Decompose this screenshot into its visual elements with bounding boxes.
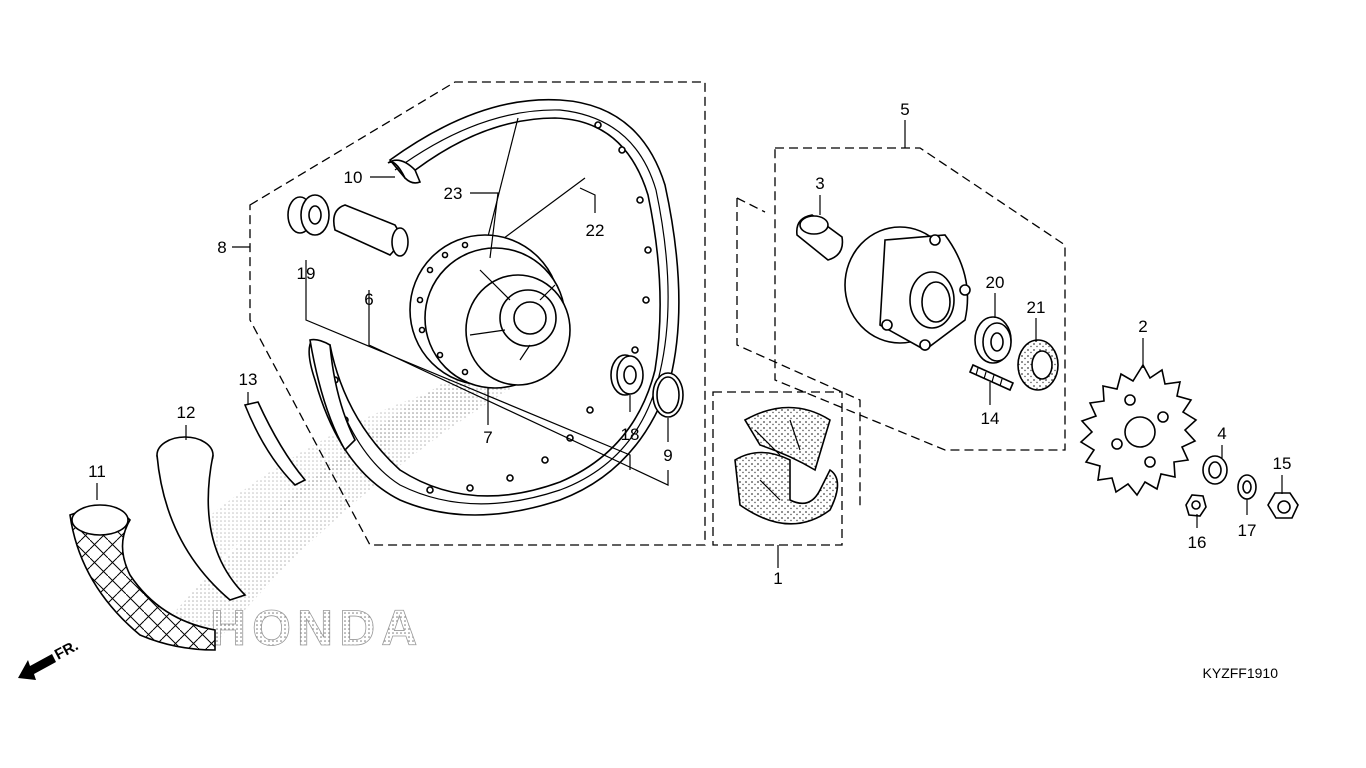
left-bearing	[287, 194, 330, 236]
part-label-1: 1	[773, 569, 782, 588]
part-label-4: 4	[1217, 424, 1226, 443]
part-label-19: 19	[297, 264, 316, 283]
tube	[156, 436, 247, 601]
part-label-6: 6	[364, 290, 373, 309]
part-label-10: 10	[344, 168, 363, 187]
wheel-group-outline	[249, 81, 706, 546]
part-label-7: 7	[483, 428, 492, 447]
hub-assembly-outline	[736, 197, 861, 510]
part-label-17: 17	[1238, 521, 1257, 540]
part-label-13: 13	[239, 370, 258, 389]
sprocket	[1079, 363, 1198, 497]
part-label-20: 20	[986, 273, 1005, 292]
part-label-21: 21	[1027, 298, 1046, 317]
hub-spoke-holes	[416, 241, 469, 376]
driven-flange	[844, 226, 971, 351]
front-direction-label: FR.	[52, 637, 81, 663]
o-ring	[652, 372, 684, 418]
oil-seal	[1017, 339, 1059, 391]
part-label-15: 15	[1273, 454, 1292, 473]
flange-bearing	[974, 316, 1012, 364]
flange-nut	[1267, 492, 1299, 519]
part-label-18: 18	[621, 425, 640, 444]
tire	[69, 504, 216, 651]
part-label-14: 14	[981, 409, 1000, 428]
right-bearing	[610, 354, 644, 396]
part-label-2: 2	[1138, 317, 1147, 336]
damper-rubbers	[734, 406, 839, 525]
part-label-8: 8	[217, 238, 226, 257]
damper-group-outline	[712, 391, 843, 546]
stud-bolt	[968, 363, 1015, 392]
part-label-9: 9	[663, 446, 672, 465]
group-outlines	[249, 81, 1066, 546]
small-nut	[1185, 494, 1207, 517]
part-label-23: 23	[444, 184, 463, 203]
leader-lines	[96, 120, 1283, 568]
part-label-11: 11	[88, 462, 106, 481]
wheel-hub	[409, 234, 571, 389]
part-labels: 1 2 3 4 5 6 7 8 9 10 11 12 13 14 15 16 1…	[88, 100, 1291, 588]
hub-collar	[795, 214, 844, 261]
part-label-16: 16	[1188, 533, 1207, 552]
part-label-12: 12	[177, 403, 196, 422]
distance-collar	[332, 204, 409, 257]
part-label-5: 5	[900, 100, 909, 119]
front-arrow-icon	[18, 654, 56, 680]
washer	[1237, 474, 1257, 500]
part-label-3: 3	[815, 174, 824, 193]
sprocket-collar	[1202, 455, 1228, 485]
wheel-rim	[308, 98, 680, 516]
diagram-code: KYZFF1910	[1203, 665, 1279, 681]
part-label-22: 22	[586, 221, 605, 240]
front-direction-indicator: FR.	[18, 637, 81, 680]
rim-band	[243, 401, 307, 486]
watermark-text: HONDA	[210, 600, 423, 656]
hub-group-outline	[774, 147, 1066, 451]
